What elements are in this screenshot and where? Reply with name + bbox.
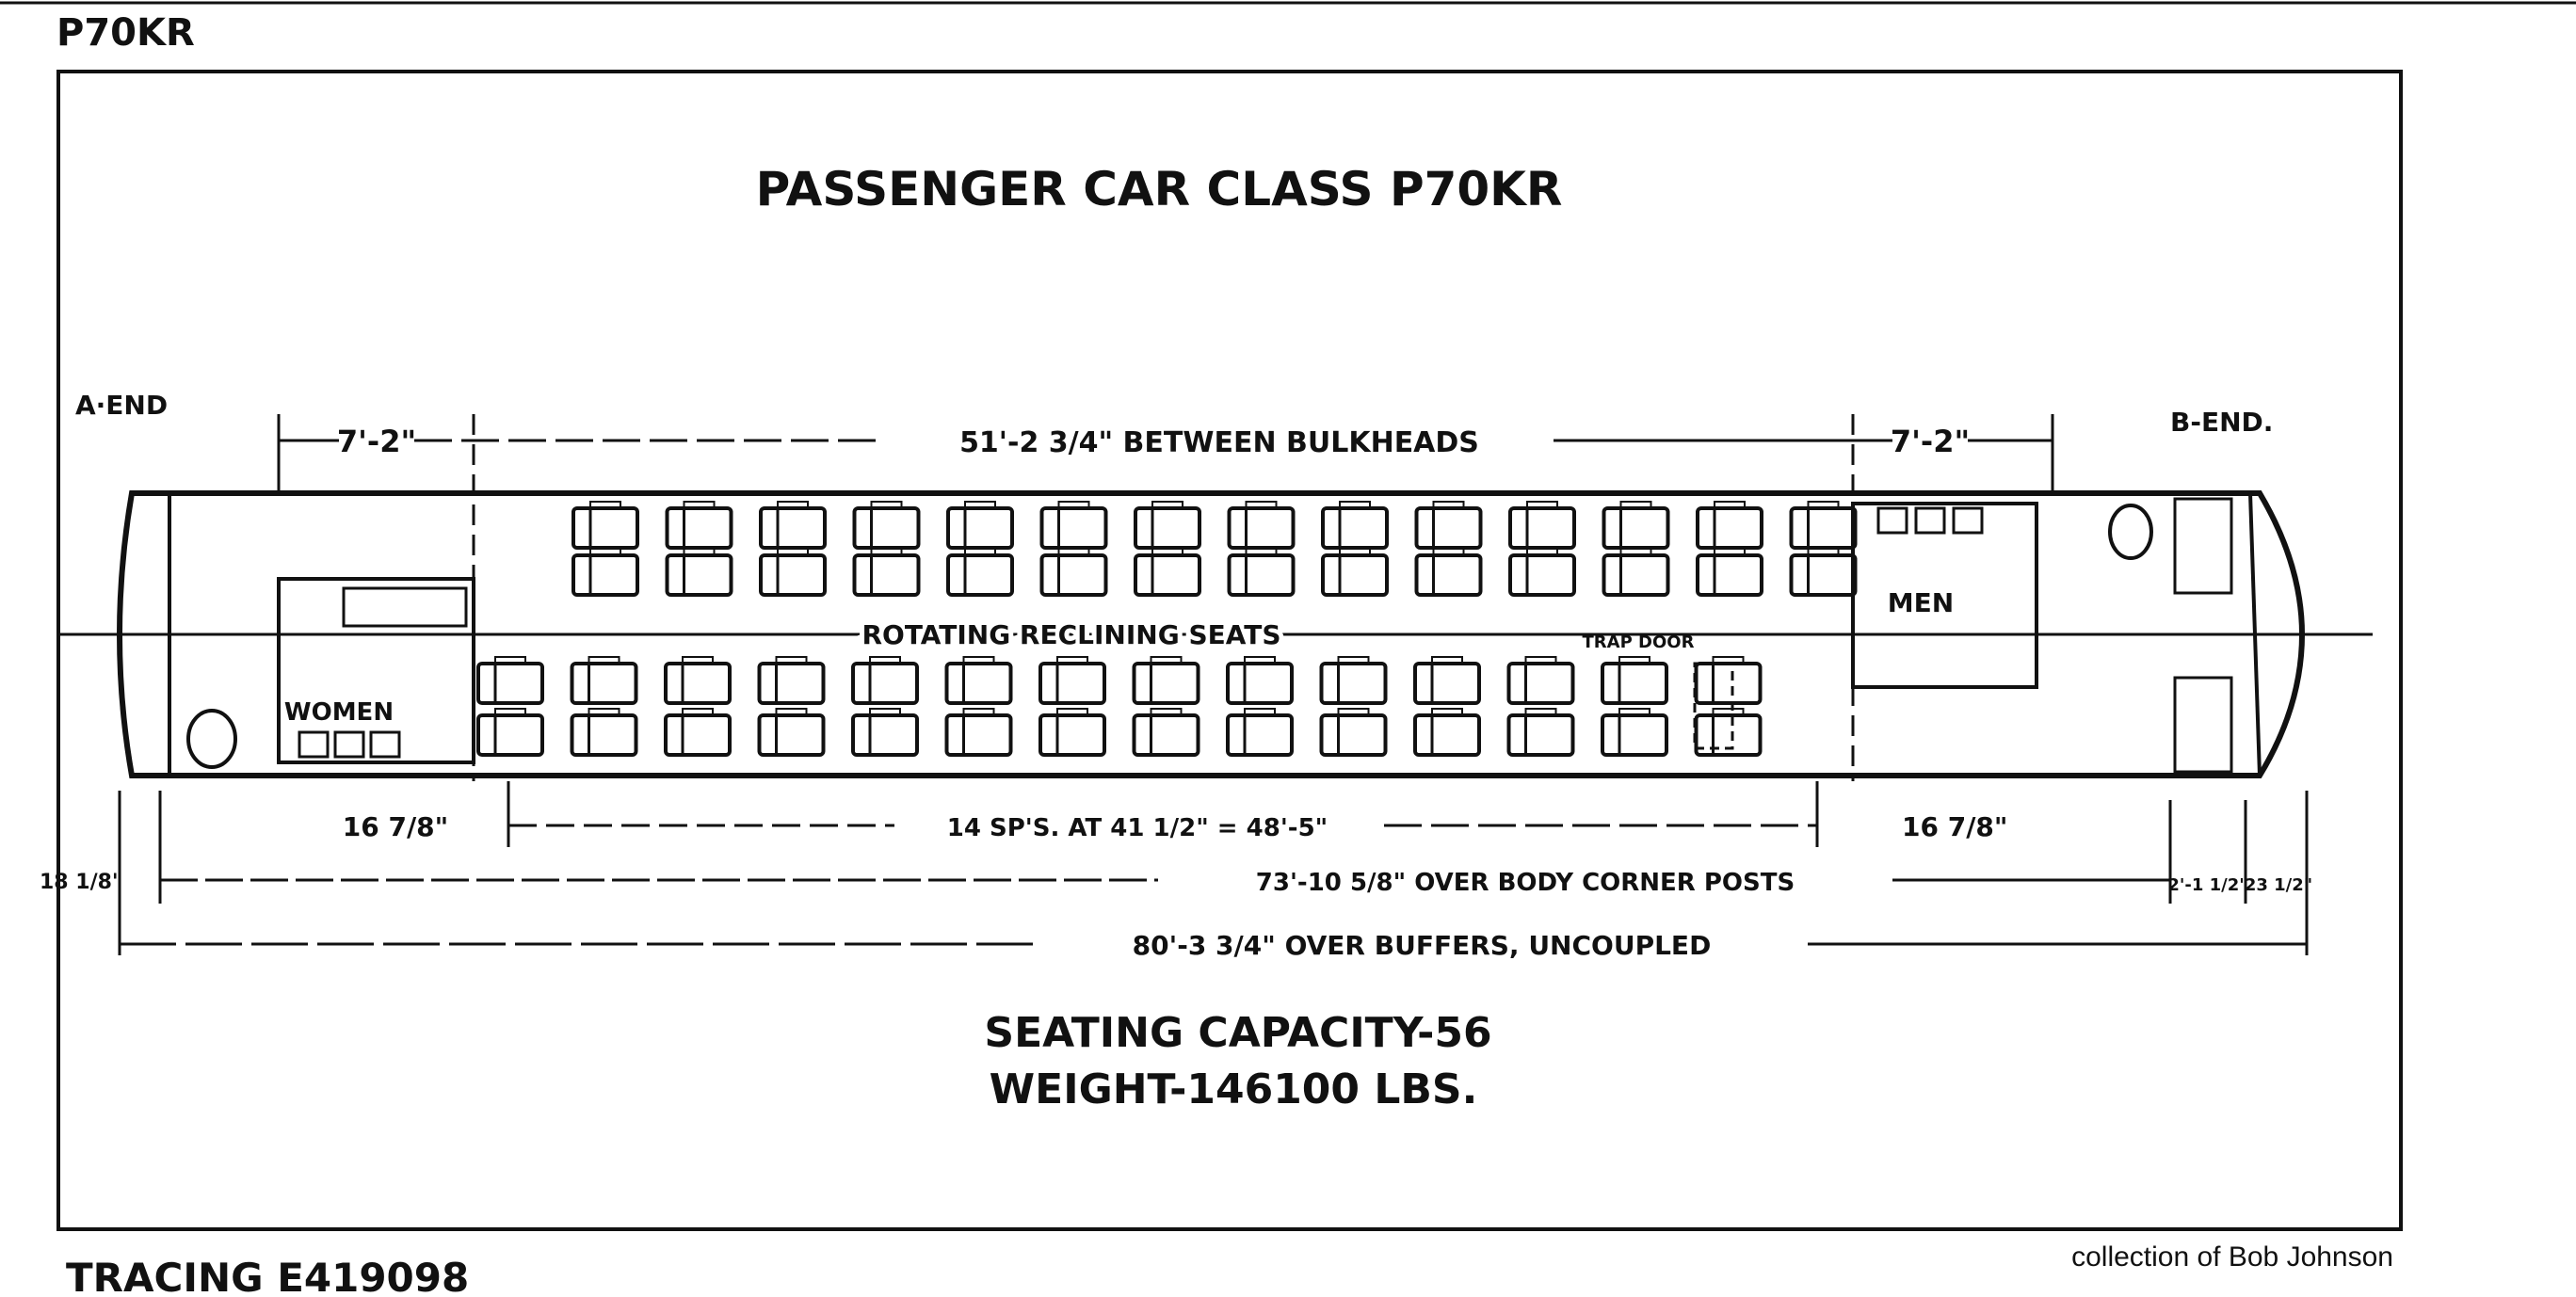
seat: [1321, 548, 1389, 597]
sinks-women: [298, 730, 401, 759]
seat: [1134, 548, 1201, 597]
dim-left-vestibule: 7'-2": [337, 424, 416, 459]
seat: [570, 656, 638, 705]
drawing-title: PASSENGER CAR CLASS P70KR: [756, 162, 1563, 216]
seat: [852, 548, 921, 597]
seat: [572, 501, 639, 550]
toilet-icon: [186, 709, 237, 769]
collection-credit: collection of Bob Johnson: [2071, 1241, 2393, 1273]
dim-over-buffers: 80'-3 3/4" OVER BUFFERS, UNCOUPLED: [1133, 930, 1712, 961]
a-end-label: A·END: [75, 390, 168, 421]
dim-between-bulkheads: 51'-2 3/4" BETWEEN BULKHEADS: [959, 426, 1479, 459]
seat: [1039, 501, 1108, 550]
seat: [1319, 708, 1388, 757]
seat: [757, 656, 826, 705]
seat: [1602, 548, 1670, 597]
seat-layout: [476, 501, 1858, 757]
seat: [1414, 548, 1483, 597]
seat: [476, 656, 544, 705]
dim-b-end-buffer: 23 1/2": [2245, 875, 2312, 895]
seat: [1506, 656, 1575, 705]
seat: [1696, 501, 1763, 550]
corner-class-label: P70KR: [56, 11, 195, 55]
seat: [1508, 501, 1576, 550]
seat: [476, 708, 544, 757]
lower-dimension-lines: [118, 781, 2309, 955]
seat: [1321, 501, 1389, 550]
seat: [1413, 656, 1481, 705]
dim-right-offset: 16 7/8": [1902, 811, 2008, 842]
seat: [944, 708, 1013, 757]
seat: [664, 708, 732, 757]
seat: [1789, 548, 1858, 597]
womens-room: [277, 577, 475, 764]
seat: [1038, 656, 1106, 705]
dim-right-vestibule: 7'-2": [1891, 424, 1970, 459]
seat: [759, 548, 827, 597]
mens-room-label: MEN: [1888, 587, 1954, 618]
seat: [1601, 708, 1668, 757]
seat: [852, 501, 921, 550]
seat: [1602, 501, 1670, 550]
top-dimension-line: [277, 414, 2054, 781]
dim-body-corner-posts: 73'-10 5/8" OVER BODY CORNER POSTS: [1256, 869, 1795, 897]
seat: [851, 708, 919, 757]
seat: [1508, 548, 1576, 597]
b-end-label: B-END.: [2170, 407, 2273, 438]
seat: [1134, 501, 1201, 550]
dim-end-overhang: 18 1/8": [40, 871, 122, 894]
seat: [1132, 708, 1200, 757]
seat: [1319, 656, 1388, 705]
seating-capacity: SEATING CAPACITY-56: [984, 1009, 1491, 1057]
seat: [946, 548, 1014, 597]
womens-room-label: WOMEN: [284, 698, 394, 727]
seat: [1132, 656, 1200, 705]
seat: [1226, 656, 1294, 705]
seat: [1789, 501, 1858, 550]
seat: [1506, 708, 1575, 757]
seat: [665, 548, 733, 597]
seat: [665, 501, 733, 550]
seat: [1601, 656, 1668, 705]
seat: [1694, 708, 1763, 757]
drawing-border: [56, 70, 2403, 1231]
seat: [1696, 548, 1763, 597]
dim-seat-spacing: 14 SP'S. AT 41 1/2" = 48'-5": [947, 814, 1328, 842]
seat: [664, 656, 732, 705]
seat: [1226, 708, 1294, 757]
seat: [572, 548, 639, 597]
seat: [944, 656, 1013, 705]
seat: [1039, 548, 1108, 597]
tracing-number: TRACING E419098: [66, 1255, 469, 1297]
toilet-icon: [2108, 504, 2153, 560]
seat: [1413, 708, 1481, 757]
seat: [1038, 708, 1106, 757]
seat: [757, 708, 826, 757]
seat: [851, 656, 919, 705]
seat: [946, 501, 1014, 550]
seat: [1227, 548, 1296, 597]
car-body-outline: [56, 490, 2373, 778]
car-weight: WEIGHT-146100 LBS.: [990, 1065, 1478, 1113]
dim-left-offset: 16 7/8": [343, 811, 449, 842]
seat: [1227, 501, 1296, 550]
dim-b-end-step: 2'-1 1/2": [2167, 875, 2247, 895]
sinks-men: [1876, 506, 1984, 535]
seat: [1694, 656, 1763, 705]
seat: [1414, 501, 1483, 550]
seat: [759, 501, 827, 550]
seat: [570, 708, 638, 757]
trap-door-label: TRAP DOOR: [1583, 632, 1695, 652]
seats-label: ROTATING RECLINING SEATS: [861, 619, 1280, 650]
